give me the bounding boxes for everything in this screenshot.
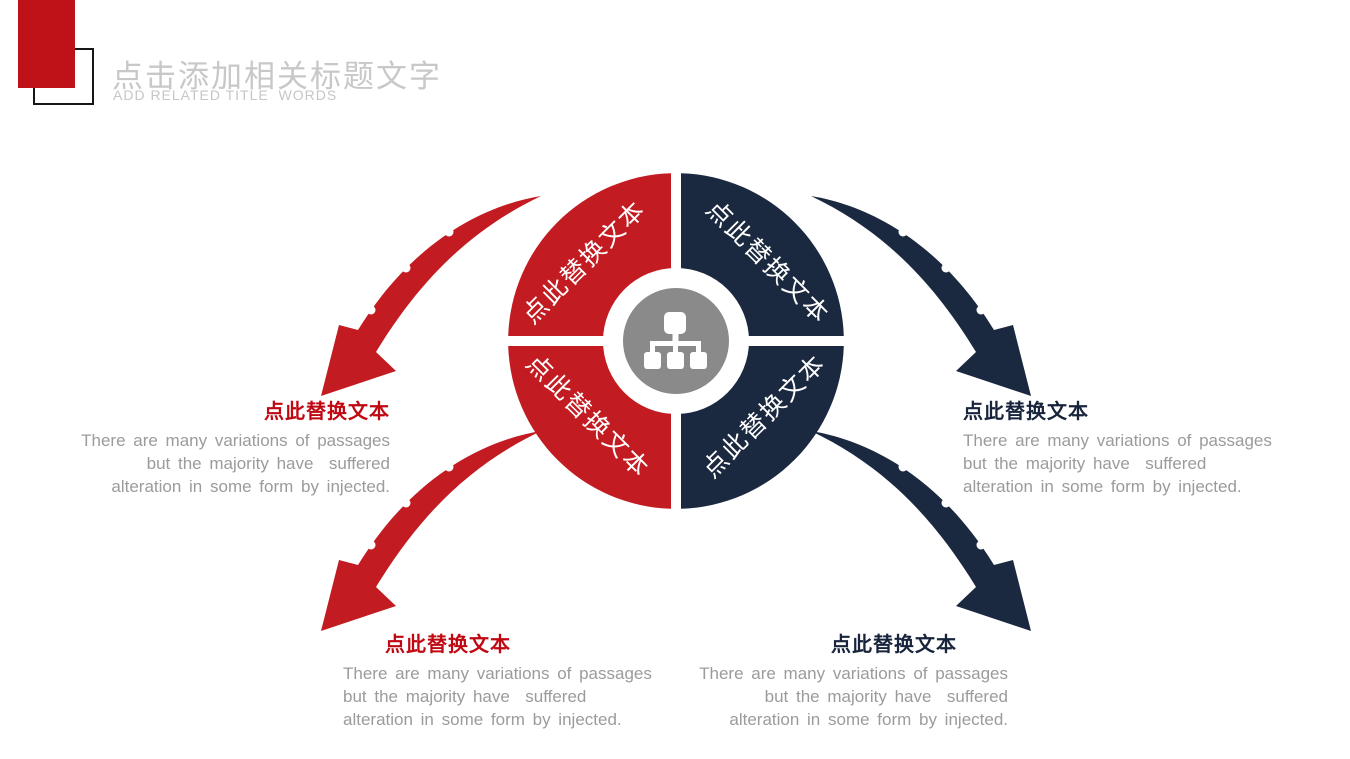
callout-line[interactable]: There are many variations of passages <box>699 664 1008 683</box>
curved-arrow-top-right <box>811 196 1031 396</box>
curved-arrow-top-right-body <box>811 196 1031 396</box>
callout-middle-right: 点此替换文本 There are many variations of pass… <box>963 400 1303 498</box>
arrow-dot <box>444 462 454 472</box>
brand-red-rectangle <box>18 0 75 88</box>
callout-line[interactable]: alteration in some form by injected. <box>729 710 1008 729</box>
curved-arrow-bottom-left <box>321 431 541 631</box>
arrow-dot <box>444 227 454 237</box>
slide-subtitle[interactable]: ADD RELATED TITLE WORDS <box>113 87 338 103</box>
arrow-dot <box>941 263 951 273</box>
org-chart-leaf-node <box>690 352 707 369</box>
arrow-dot <box>976 305 986 315</box>
callout-middle-left: 点此替换文本 There are many variations of pass… <box>28 400 390 498</box>
callout-line[interactable]: but the majority have suffered <box>963 454 1207 473</box>
curved-arrow-bottom-left-body <box>321 431 541 631</box>
arrow-dot <box>366 305 376 315</box>
arrow-dot <box>941 498 951 508</box>
arrow-dot <box>366 540 376 550</box>
callout-title[interactable]: 点此替换文本 <box>385 634 511 656</box>
callout-title[interactable]: 点此替换文本 <box>831 634 957 656</box>
callout-line[interactable]: but the majority have suffered <box>343 687 587 706</box>
curved-arrow-top-left-body <box>321 196 541 396</box>
callout-line[interactable]: There are many variations of passages <box>963 431 1272 450</box>
org-chart-root-node <box>664 312 686 334</box>
callout-title[interactable]: 点此替换文本 <box>963 401 1089 423</box>
callout-line[interactable]: but the majority have suffered <box>146 454 390 473</box>
arrow-dot <box>898 227 908 237</box>
callout-line[interactable]: alteration in some form by injected. <box>963 477 1242 496</box>
callout-line[interactable]: There are many variations of passages <box>343 664 652 683</box>
org-chart-stem <box>673 344 678 354</box>
org-chart-stem <box>696 344 701 354</box>
org-chart-leaf-node <box>644 352 661 369</box>
org-chart-stem <box>650 344 655 354</box>
arrow-dot <box>976 540 986 550</box>
org-chart-leaf-node <box>667 352 684 369</box>
curved-arrow-bottom-right <box>811 431 1031 631</box>
arrow-dot <box>401 263 411 273</box>
callout-line[interactable]: There are many variations of passages <box>81 431 390 450</box>
org-chart-icon <box>644 312 707 369</box>
arrow-dot <box>898 462 908 472</box>
org-chart-stem <box>672 332 679 344</box>
org-chart-bar <box>650 341 701 346</box>
callout-line[interactable]: but the majority have suffered <box>764 687 1008 706</box>
arrow-dot <box>401 498 411 508</box>
curved-arrow-bottom-right-body <box>811 431 1031 631</box>
callout-line[interactable]: alteration in some form by injected. <box>111 477 390 496</box>
callout-bottom-right: 点此替换文本 There are many variations of pass… <box>676 633 1008 731</box>
callout-bottom-left: 点此替换文本 There are many variations of pass… <box>343 633 673 731</box>
curved-arrow-top-left <box>321 196 541 396</box>
callout-line[interactable]: alteration in some form by injected. <box>343 710 622 729</box>
slide-title[interactable]: 点击添加相关标题文字 <box>112 59 442 94</box>
callout-title[interactable]: 点此替换文本 <box>264 401 390 423</box>
